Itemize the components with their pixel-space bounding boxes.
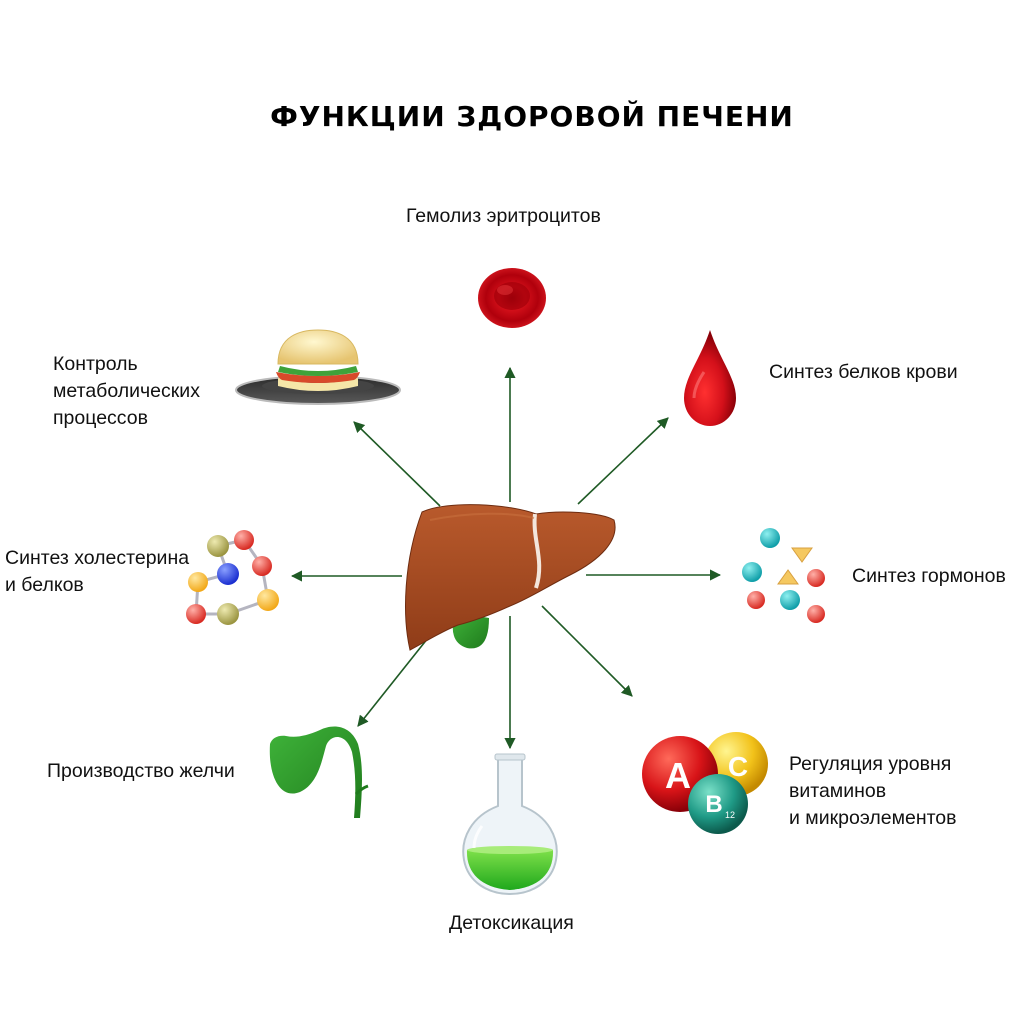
hormone-molecules-icon <box>742 528 825 623</box>
arrow-to-bile <box>357 637 429 727</box>
label-cholesterol: Синтез холестерина и белков <box>5 547 190 596</box>
molecule-chain-icon <box>186 530 279 625</box>
liver-icon <box>405 504 616 651</box>
flask-icon <box>462 753 558 896</box>
label-blood-proteins: Синтез белков крови <box>769 361 958 383</box>
blood-drop-icon <box>684 330 736 426</box>
label-bile: Производство желчи <box>47 760 235 782</box>
label-detox: Детоксикация <box>449 912 574 934</box>
vitamin-a-letter: A <box>665 755 691 796</box>
burger-icon <box>235 329 401 405</box>
arrow-to-blood-proteins <box>577 417 669 505</box>
vitamin-c-letter: C <box>728 751 748 782</box>
vitamin-b-letter: B <box>705 791 722 818</box>
diagram-title: ФУНКЦИИ ЗДОРОВОЙ ПЕЧЕНИ <box>270 100 794 133</box>
gallbladder-icon <box>269 726 369 818</box>
label-vitamins: Регуляция уровня витаминов и микроэлемен… <box>789 753 957 829</box>
label-hemolysis: Гемолиз эритроцитов <box>406 205 601 227</box>
arrow-to-metabolism <box>353 421 441 507</box>
label-metabolism: Контроль метаболических процессов <box>53 353 200 429</box>
red-blood-cell-icon <box>478 268 546 328</box>
arrows <box>290 366 722 750</box>
label-hormones: Синтез гормонов <box>852 565 1006 587</box>
vitamins-icon: C A B 12 <box>642 732 768 834</box>
arrow-to-vitamins <box>541 605 633 697</box>
vitamin-b-subscript: 12 <box>725 810 735 820</box>
